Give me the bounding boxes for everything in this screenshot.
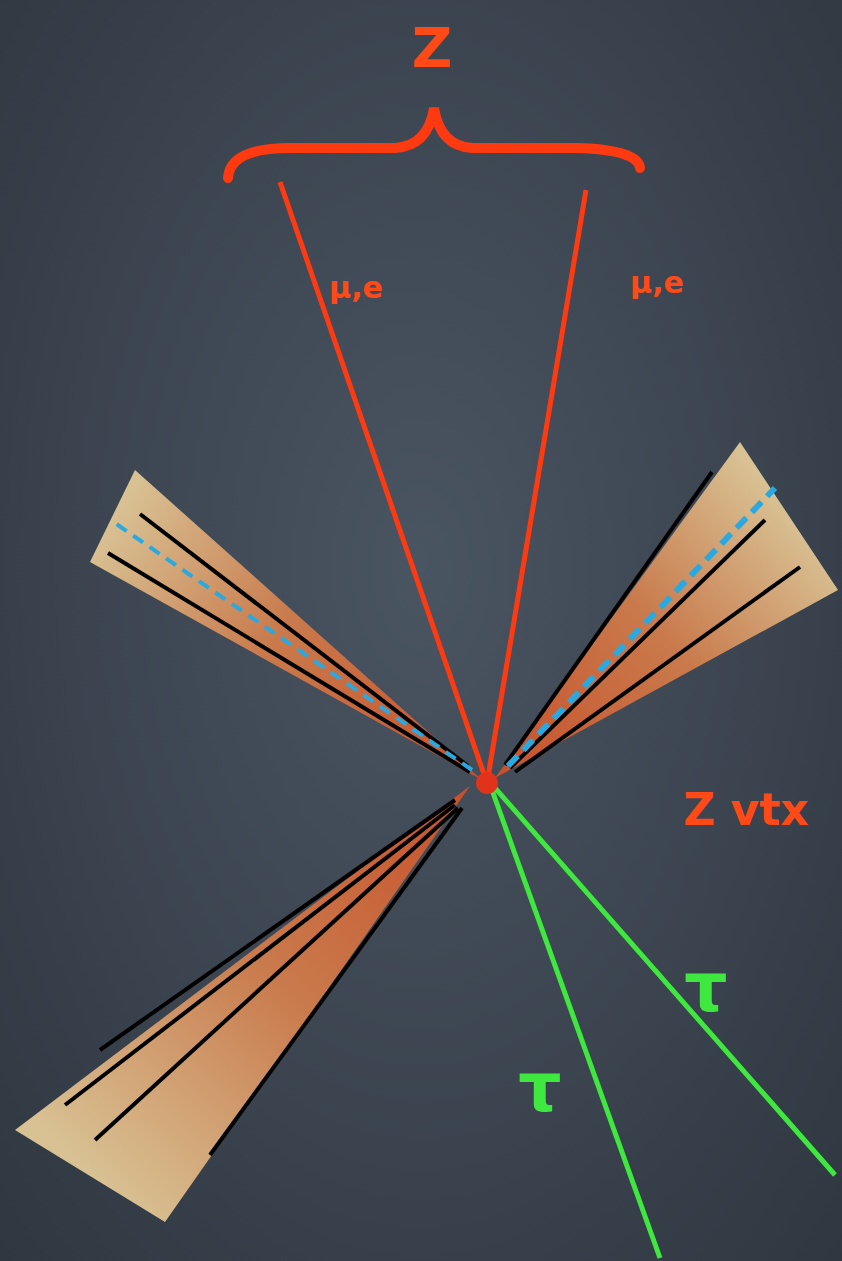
tau-label: τ (684, 954, 727, 1022)
tau-label: τ (518, 1054, 561, 1122)
tau-track (492, 788, 835, 1258)
vertex-dot (476, 772, 498, 794)
jet-cone (90, 470, 482, 780)
z-bracket (228, 108, 640, 178)
lepton-track (280, 182, 586, 783)
lepton-label: μ,e (630, 268, 684, 298)
vertex-label: Z vtx (683, 788, 808, 832)
lepton-label: μ,e (329, 273, 383, 303)
boson-label: Z (412, 20, 453, 76)
jet-cone (15, 786, 470, 1222)
jet-cone (495, 442, 838, 778)
